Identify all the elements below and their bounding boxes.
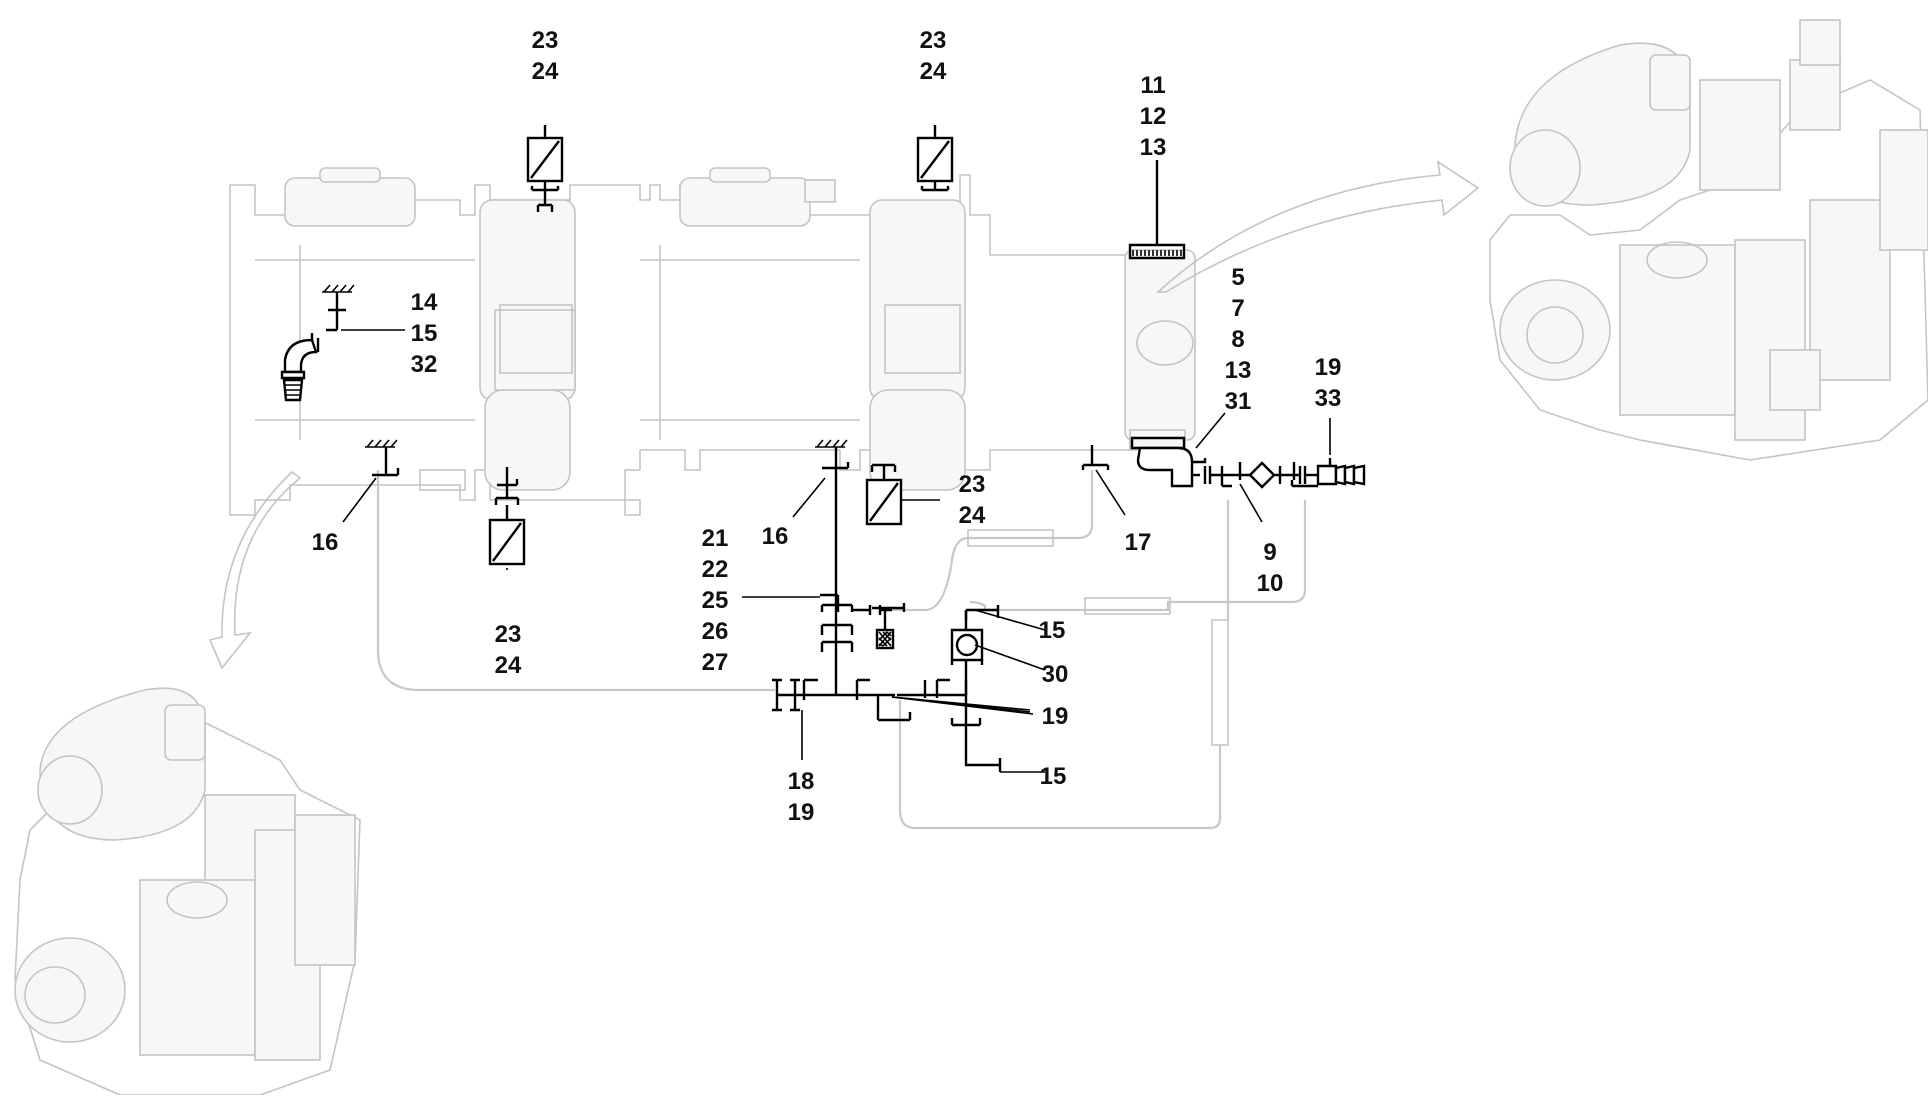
callout-part-number: 7	[1231, 295, 1244, 322]
callout-part-number: 24	[959, 502, 986, 529]
callout-part-number: 24	[920, 58, 947, 85]
callout-part-number: 5	[1231, 264, 1244, 291]
callout-part-number: 33	[1315, 385, 1342, 412]
solenoid-top-left	[526, 125, 564, 212]
callout-part-number: 15	[1039, 617, 1066, 644]
callout-part-number: 15	[1040, 763, 1067, 790]
callout-part-number: 15	[411, 320, 438, 347]
solenoid-bottom-left	[488, 467, 526, 566]
callout-part-number: 13	[1225, 357, 1252, 384]
callout-part-number: 16	[312, 529, 339, 556]
callout-part-number: 19	[1042, 703, 1069, 730]
detail-arrow-upper	[1155, 160, 1480, 293]
elbow-fitting	[280, 284, 355, 402]
callout-part-number: 31	[1225, 388, 1252, 415]
callout-30: 30	[1042, 661, 1069, 688]
solenoid-top-right	[916, 125, 954, 192]
callout-part-number: 23	[920, 27, 947, 54]
pump-ghost-top-right	[1489, 19, 1928, 461]
callout-part-number: 26	[702, 618, 729, 645]
callout-17: 17	[1125, 529, 1152, 556]
callout-part-number: 16	[762, 523, 789, 550]
callout-part-number: 23	[959, 471, 986, 498]
callout-part-number: 23	[532, 27, 559, 54]
callout-part-number: 23	[495, 621, 522, 648]
detail-arrow-lower	[208, 470, 302, 670]
callout-part-number: 19	[788, 799, 815, 826]
port-fitting-17	[1081, 445, 1110, 470]
hose-routing	[376, 470, 1307, 830]
manifold-tee	[772, 605, 1002, 772]
callout-part-number: 19	[1315, 354, 1342, 381]
callout-part-number: 10	[1257, 570, 1284, 597]
callout-15-b: 15	[1040, 763, 1067, 790]
callout-part-number: 24	[532, 58, 559, 85]
callout-16-a: 16	[312, 529, 339, 556]
central-fitting-stack	[815, 439, 906, 695]
callout-part-number: 30	[1042, 661, 1069, 688]
callout-5-7-8-13-31: 5 7 8 13 31	[1225, 264, 1252, 415]
callout-14-15-32: 14 15 32	[411, 289, 438, 378]
callout-16-b: 16	[762, 523, 789, 550]
callout-21-27: 21 22 25 26 27	[702, 525, 729, 676]
pump-ghost-bottom-left	[14, 687, 361, 1096]
check-valve	[950, 628, 984, 665]
callout-part-number: 24	[495, 652, 522, 679]
callout-part-number: 8	[1231, 326, 1244, 353]
callout-part-number: 17	[1125, 529, 1152, 556]
leader-lines	[341, 160, 1331, 773]
callout-19: 19	[1042, 703, 1069, 730]
callout-part-number: 32	[411, 351, 438, 378]
solenoid-bottom-right	[865, 463, 903, 526]
callout-part-number: 25	[702, 587, 729, 614]
callout-part-number: 13	[1140, 134, 1167, 161]
outlet-fitting-train	[1130, 436, 1366, 489]
callout-15-a: 15	[1039, 617, 1066, 644]
callout-part-number: 14	[411, 289, 438, 316]
tandem-pump-ghost	[229, 167, 1196, 516]
callout-part-number: 11	[1140, 72, 1165, 99]
callout-part-number: 21	[702, 525, 729, 552]
callout-part-number: 22	[702, 556, 729, 583]
callout-part-number: 27	[702, 649, 729, 676]
callout-part-number: 18	[788, 768, 815, 795]
callout-11-12-13: 11 12 13	[1140, 72, 1167, 161]
connector-block	[1128, 160, 1186, 260]
callout-part-number: 12	[1140, 103, 1167, 130]
port-fitting-16-left	[365, 439, 400, 477]
callout-part-number: 9	[1263, 539, 1276, 566]
